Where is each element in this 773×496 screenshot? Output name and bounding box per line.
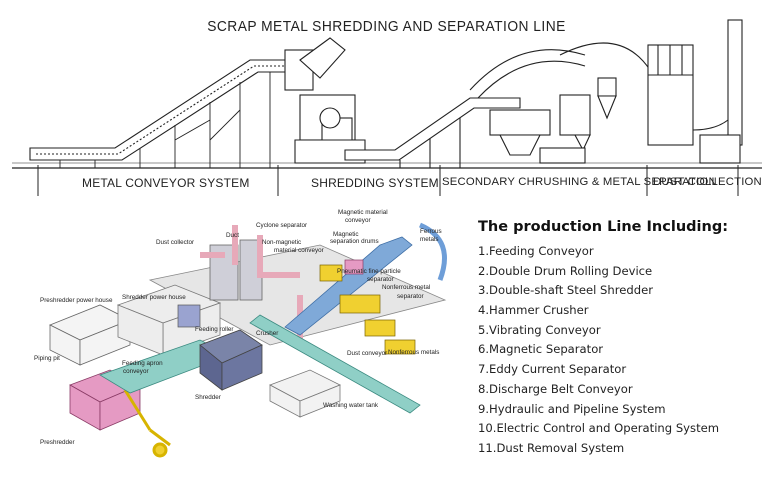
label-dust-conveyor: Dust conveyor (347, 350, 387, 357)
label-washing-water-tank: Washing water tank (323, 402, 379, 409)
list-item: 2.Double Drum Rolling Device (478, 263, 653, 278)
dust-collector (647, 19, 743, 164)
list-item: 6.Magnetic Separator (478, 342, 604, 357)
discharge-conveyor (249, 314, 421, 414)
magnetic-conveyor (284, 236, 413, 336)
label-ferrous-metals-1: Ferrous (420, 228, 442, 235)
list-item: 3.Double-shaft Steel Shredder (478, 283, 653, 298)
label-magnetic-material-conveyor-1: Magnetic material (338, 209, 388, 216)
list-item: 11.Dust Removal System (478, 440, 625, 455)
section-label-conveyor: METAL CONVEYOR SYSTEM (82, 176, 250, 190)
shredding-line-drawing (12, 19, 762, 196)
label-non-magnetic-1: Non-magnetic (262, 239, 301, 246)
label-ferrous-metals-2: metals (420, 236, 439, 243)
shredder-unit (284, 37, 366, 164)
label-nonferrous-separator-2: separator (397, 293, 424, 300)
label-crusher: Crusher (256, 330, 278, 337)
label-duct: Duct (226, 232, 239, 239)
separation-equipment (489, 94, 591, 164)
label-pneumatic-1: Pneumatic fine particle (337, 268, 401, 275)
label-preshredder: Preshredder (40, 439, 75, 446)
section-label-dust: DUST COLLECTION (653, 176, 762, 188)
line-title: SCRAP METAL SHREDDING AND SEPARATION LIN… (207, 18, 566, 35)
label-shredder: Shredder (195, 394, 221, 401)
conveyor-supports (59, 72, 271, 168)
label-cyclone-separator: Cyclone separator (256, 222, 307, 229)
label-feeding-roller: Feeding roller (195, 326, 234, 333)
label-preshredder-power-house: Preshredder power house (40, 297, 113, 304)
section-label-separation: SECONDARY CHRUSHING & METAL SEPARATION (442, 176, 717, 188)
section-label-shredding: SHREDDING SYSTEM (311, 176, 439, 190)
list-item: 8.Discharge Belt Conveyor (478, 381, 633, 396)
label-pneumatic-2: separator (367, 276, 394, 283)
list-item: 4.Hammer Crusher (478, 303, 589, 318)
label-non-magnetic-2: material conveyor (274, 247, 324, 254)
production-list-title: The production Line Including: (478, 219, 728, 235)
label-nonferrous-metals: Nonferrous metals (388, 349, 439, 356)
label-feeding-apron-1: Feeding apron (122, 360, 163, 367)
washing-water-tank (269, 369, 341, 418)
shredder-body (199, 329, 263, 391)
label-shredder-power-house: Shredder power house (122, 294, 186, 301)
label-nonferrous-separator-1: Nonferrous metal (382, 284, 430, 291)
ferrous-metals-chute (418, 222, 447, 281)
plant-illustration: Magnetic material conveyor Cyclone separ… (34, 209, 447, 458)
label-feeding-apron-2: conveyor (123, 368, 149, 375)
label-piping-pit: Piping pit (34, 355, 60, 362)
cyclone (597, 77, 617, 120)
label-magnetic-drums-2: separation drums (330, 238, 379, 245)
label-magnetic-material-conveyor-2: conveyor (345, 217, 371, 224)
yellow-crane (123, 389, 171, 458)
preshredder-power-house (49, 304, 131, 366)
label-magnetic-drums-1: Magnetic (333, 231, 359, 238)
main-conveyor (29, 59, 291, 161)
production-list: The production Line Including: 1.Feeding… (478, 219, 768, 459)
feeding-roller-box (177, 304, 201, 328)
section-dividers (37, 165, 739, 196)
separator-units (319, 259, 416, 355)
duct-arches (469, 42, 651, 99)
label-dust-collector: Dust collector (156, 239, 194, 246)
list-item: 1.Feeding Conveyor (478, 244, 594, 258)
list-item: 5.Vibrating Conveyor (478, 322, 601, 337)
list-item: 7.Eddy Current Separator (478, 362, 627, 377)
list-item: 10.Electric Control and Operating System (478, 421, 720, 436)
list-item: 9.Hydraulic and Pipeline System (478, 401, 666, 416)
second-conveyor (344, 97, 521, 168)
